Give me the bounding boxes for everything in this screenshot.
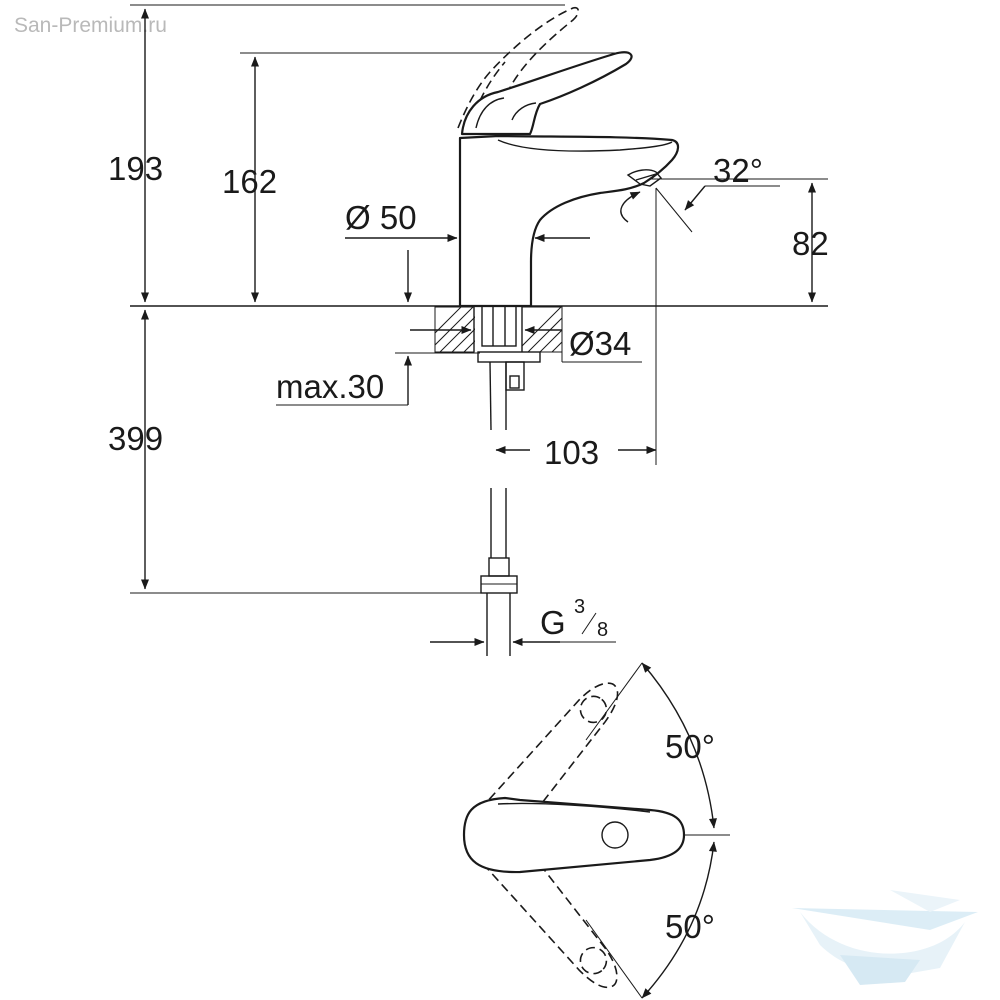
dim-spout-height: 162 xyxy=(222,163,277,200)
dim-body-diameter: Ø 50 xyxy=(345,199,417,236)
dim-projection: 103 xyxy=(544,434,599,471)
lever-top-view xyxy=(462,796,686,874)
faucet-top-view xyxy=(462,662,730,999)
dim-outlet-height: 82 xyxy=(792,225,829,262)
faucet-body xyxy=(458,134,680,308)
dim-lever-angle-top: 50° xyxy=(665,728,715,765)
faucet-side-view xyxy=(457,6,680,656)
dim-spout-angle: 32° xyxy=(713,152,763,189)
dimension-lines xyxy=(141,8,816,646)
dim-max-thickness: max.30 xyxy=(276,368,384,405)
lever-raised-dashed xyxy=(457,6,580,129)
bathtub-logo-icon xyxy=(792,890,978,985)
dim-total-height: 193 xyxy=(108,150,163,187)
lever-pivot xyxy=(601,821,629,849)
dim-hole-diameter: Ø34 xyxy=(569,325,631,362)
lever-handle xyxy=(460,51,633,136)
dim-hose-length: 399 xyxy=(108,420,163,457)
dim-connection-den: 8 xyxy=(597,619,608,641)
dim-connection-prefix: G xyxy=(540,604,566,641)
dim-connection-num: 3 xyxy=(574,596,585,618)
watermark-text: San-Premium.ru xyxy=(14,14,167,37)
